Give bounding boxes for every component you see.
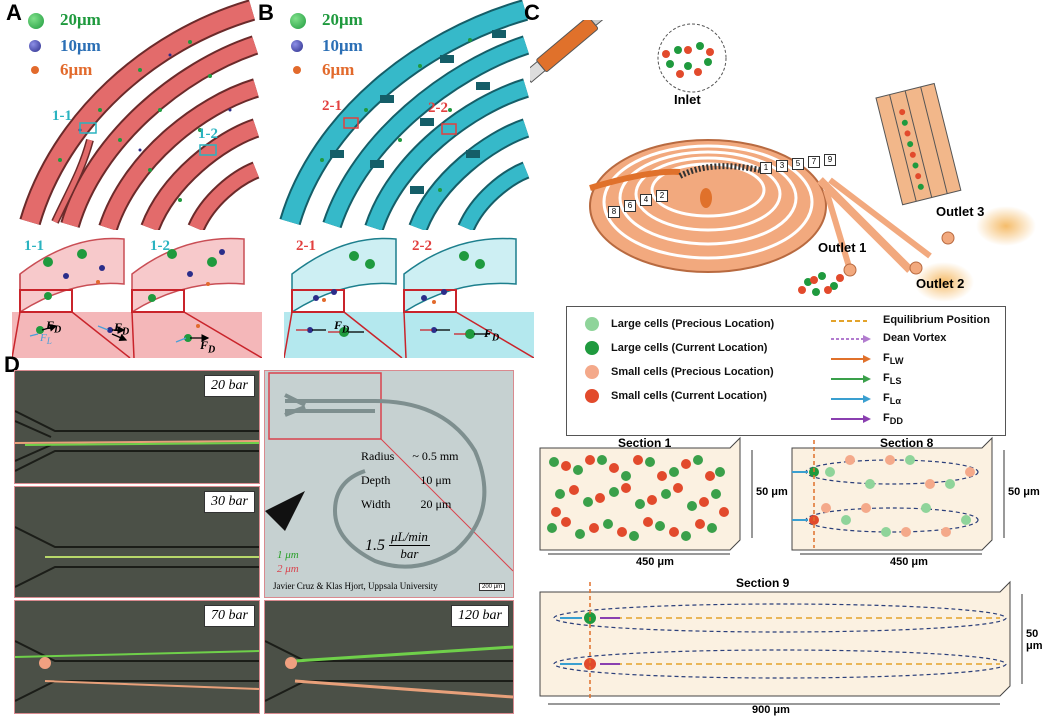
section-number-5: 5	[792, 158, 804, 170]
inset-label-1-2: 1-2	[150, 238, 170, 254]
panel-a-insets	[12, 237, 262, 358]
legend-line-icons	[831, 320, 871, 423]
callout-2-1-b: 2-1	[322, 98, 342, 114]
section-number-2: 2	[656, 190, 668, 202]
section-number-1: 1	[760, 162, 772, 174]
panel-label-c: C	[524, 0, 540, 25]
sections-cross-views	[539, 436, 1023, 705]
force-label-fd-b2: FD	[484, 326, 500, 344]
section-number-8: 8	[608, 206, 620, 218]
section-9-height: 50 μm	[1026, 628, 1043, 652]
green-particle-icon	[28, 13, 44, 29]
panel-label-a: A	[6, 0, 22, 25]
large-cell-prev-icon	[585, 317, 599, 331]
micrograph-120bar: 120 bar	[264, 600, 514, 714]
radius-row: Radius~ 0.5 mm	[361, 449, 459, 463]
particle-1um-label: 1 μm	[277, 549, 299, 561]
legend-label-10um: 10μm	[60, 36, 101, 55]
panel-c-legend: Large cells (Precious Location) Large ce…	[566, 306, 1006, 436]
section-number-9: 9	[824, 154, 836, 166]
force-label-fd-a3: FD	[200, 338, 216, 356]
legend-fla: FLα	[883, 392, 901, 407]
section-9-width: 900 μm	[752, 704, 790, 716]
image-credit: Javier Cruz & Klas Hjort, Uppsala Univer…	[273, 581, 438, 591]
force-label-fd-b: FD	[334, 318, 350, 336]
panel-label-b: B	[258, 0, 274, 25]
inlet-label: Inlet	[674, 92, 701, 107]
pressure-label-120: 120 bar	[451, 605, 509, 627]
outlet-2-label: Outlet 2	[916, 276, 965, 291]
legend-label-20um-b: 20μm	[322, 10, 363, 29]
legend-small-cur: Small cells (Current Location)	[611, 390, 767, 402]
legend-label-6um-b: 6μm	[322, 60, 355, 79]
flow-rate-formula: 1.5 μL/min bar	[365, 529, 430, 561]
pressure-label-30: 30 bar	[204, 491, 255, 513]
section-9-title: Section 9	[736, 576, 790, 590]
spiral-device	[530, 20, 1036, 302]
micrograph-70bar: 70 bar	[14, 600, 260, 714]
inset-label-2-1: 2-1	[296, 238, 316, 254]
legend-label-20um: 20μm	[60, 10, 101, 29]
callout-1-2-a: 1-2	[198, 126, 218, 142]
legend-dean-vortex: Dean Vortex	[883, 332, 947, 344]
green-particle-icon	[290, 13, 306, 29]
section-1-title: Section 1	[618, 436, 672, 450]
inset-label-2-2: 2-2	[412, 238, 432, 254]
inset-label-1-1: 1-1	[24, 238, 44, 254]
legend-label-6um: 6μm	[60, 60, 93, 79]
small-cell-prev-icon	[585, 365, 599, 379]
particle-2um-label: 2 μm	[277, 563, 299, 575]
panel-a-channels	[19, 0, 260, 230]
section-8-width: 450 μm	[890, 556, 928, 568]
legend-fls: FLS	[883, 372, 902, 387]
scale-bar: 200 μm	[479, 583, 506, 591]
micrograph-20bar: 20 bar	[14, 370, 260, 484]
blue-particle-icon	[29, 40, 41, 52]
force-label-fd-a2: FD	[114, 320, 130, 338]
outlet-3-label: Outlet 3	[936, 204, 985, 219]
pressure-label-20: 20 bar	[204, 375, 255, 397]
legend-fdd: FDD	[883, 412, 903, 427]
section-number-7: 7	[808, 156, 820, 168]
legend-large-cur: Large cells (Current Location)	[611, 342, 768, 354]
section-1-width: 450 μm	[636, 556, 674, 568]
pressure-label-70: 70 bar	[204, 605, 255, 627]
legend-flw: FLW	[883, 352, 904, 367]
callout-2-2-b: 2-2	[428, 100, 448, 116]
small-cell-cur-icon	[585, 389, 599, 403]
legend-equilibrium: Equilibrium Position	[883, 314, 990, 326]
panel-b-channels	[279, 0, 530, 230]
section-number-3: 3	[776, 160, 788, 172]
legend-label-10um-b: 10μm	[322, 36, 363, 55]
force-label-fl-a: FL	[40, 332, 52, 347]
orange-particle-icon	[293, 66, 301, 74]
section-number-4: 4	[640, 194, 652, 206]
legend-large-prev: Large cells (Precious Location)	[611, 318, 775, 330]
legend-small-prev: Small cells (Precious Location)	[611, 366, 774, 378]
panel-b-insets	[284, 237, 534, 358]
outlet-1-label: Outlet 1	[818, 240, 867, 255]
section-8-height: 50 μm	[1008, 486, 1040, 498]
callout-1-1-a: 1-1	[52, 108, 72, 124]
section-1-height: 50 μm	[756, 486, 788, 498]
section-8-title: Section 8	[880, 436, 934, 450]
blue-particle-icon	[291, 40, 303, 52]
force-label-fd-a: FD	[46, 318, 62, 336]
micrograph-30bar: 30 bar	[14, 486, 260, 598]
section-number-6: 6	[624, 200, 636, 212]
large-cell-cur-icon	[585, 341, 599, 355]
orange-particle-icon	[31, 66, 39, 74]
